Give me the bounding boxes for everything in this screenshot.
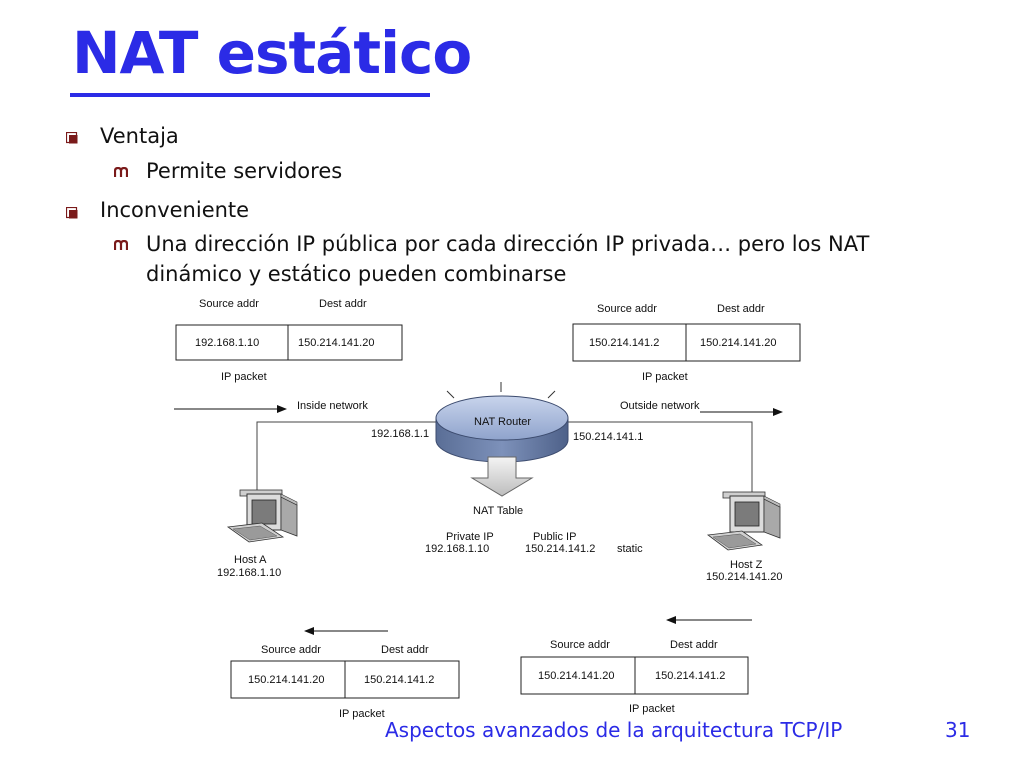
source-addr-label: Source addr <box>597 303 657 315</box>
nat-private-value: 192.168.1.10 <box>425 543 489 555</box>
source-addr-value: 192.168.1.10 <box>195 337 259 349</box>
host-z-name: Host Z <box>730 559 763 571</box>
dest-addr-label: Dest addr <box>381 644 429 656</box>
packet-bottom-left: Source addr Dest addr 150.214.141.20 150… <box>230 644 460 720</box>
ip-packet-caption: IP packet <box>629 703 675 715</box>
ip-packet-caption: IP packet <box>221 371 267 383</box>
title-underline <box>70 93 430 97</box>
sub-bullet-icon <box>114 167 128 177</box>
packet-top-right: Source addr Dest addr 150.214.141.2 150.… <box>572 303 801 383</box>
host-a-ip: 192.168.1.10 <box>217 567 281 579</box>
ip-packet-caption: IP packet <box>339 708 385 720</box>
nat-public-value: 150.214.141.2 <box>525 543 595 555</box>
nat-table: NAT Table Private IP Public IP 192.168.1… <box>425 505 643 555</box>
nat-type-value: static <box>617 543 643 555</box>
packet-top-left: Source addr Dest addr 192.168.1.10 150.2… <box>175 298 403 383</box>
inside-network-link <box>256 421 438 498</box>
source-addr-label: Source addr <box>261 644 321 656</box>
slide-footer: Aspectos avanzados de la arquitectura TC… <box>385 718 843 742</box>
inside-network-label: Inside network <box>297 400 368 412</box>
slide-title: NAT estático <box>72 19 472 87</box>
dest-addr-value: 150.214.141.20 <box>700 337 776 349</box>
sub-bullet-servidores: Permite servidores <box>146 159 343 183</box>
page-number: 31 <box>945 718 971 742</box>
host-z-ip: 150.214.141.20 <box>706 571 782 583</box>
down-arrow-icon <box>470 456 534 497</box>
sub-bullet-line-1: Una dirección IP pública por cada direcc… <box>146 232 870 256</box>
ip-packet-caption: IP packet <box>642 371 688 383</box>
dest-addr-label: Dest addr <box>717 303 765 315</box>
source-addr-value: 150.214.141.20 <box>248 674 324 686</box>
dest-addr-label: Dest addr <box>670 639 718 651</box>
dest-addr-value: 150.214.141.2 <box>364 674 434 686</box>
host-a-name: Host A <box>234 554 267 566</box>
router-inside-ip: 192.168.1.1 <box>371 428 429 440</box>
nat-router: NAT Router <box>435 395 569 463</box>
packet-bottom-right: Source addr Dest addr 150.214.141.20 150… <box>520 639 749 715</box>
nat-table-title: NAT Table <box>473 505 523 517</box>
source-addr-value: 150.214.141.2 <box>589 337 659 349</box>
bullet-ventaja: Ventaja <box>100 124 179 148</box>
nat-header-private: Private IP <box>446 531 494 543</box>
host-z-computer-icon <box>706 491 781 551</box>
sub-bullet-icon <box>114 240 128 250</box>
dest-addr-label: Dest addr <box>319 298 367 310</box>
sub-bullet-line-2: dinámico y estático pueden combinarse <box>146 262 567 286</box>
dest-addr-value: 150.214.141.20 <box>298 337 374 349</box>
source-addr-label: Source addr <box>199 298 259 310</box>
square-bullet-icon <box>66 132 78 144</box>
router-label: NAT Router <box>474 416 531 428</box>
outside-network-label: Outside network <box>620 400 700 412</box>
dest-addr-value: 150.214.141.2 <box>655 670 725 682</box>
square-bullet-icon <box>66 207 78 219</box>
nat-header-public: Public IP <box>533 531 576 543</box>
bullet-inconveniente: Inconveniente <box>100 198 250 222</box>
host-a-computer-icon <box>226 489 298 543</box>
router-outside-ip: 150.214.141.1 <box>573 431 643 443</box>
outside-network-link <box>566 421 753 496</box>
source-addr-label: Source addr <box>550 639 610 651</box>
source-addr-value: 150.214.141.20 <box>538 670 614 682</box>
